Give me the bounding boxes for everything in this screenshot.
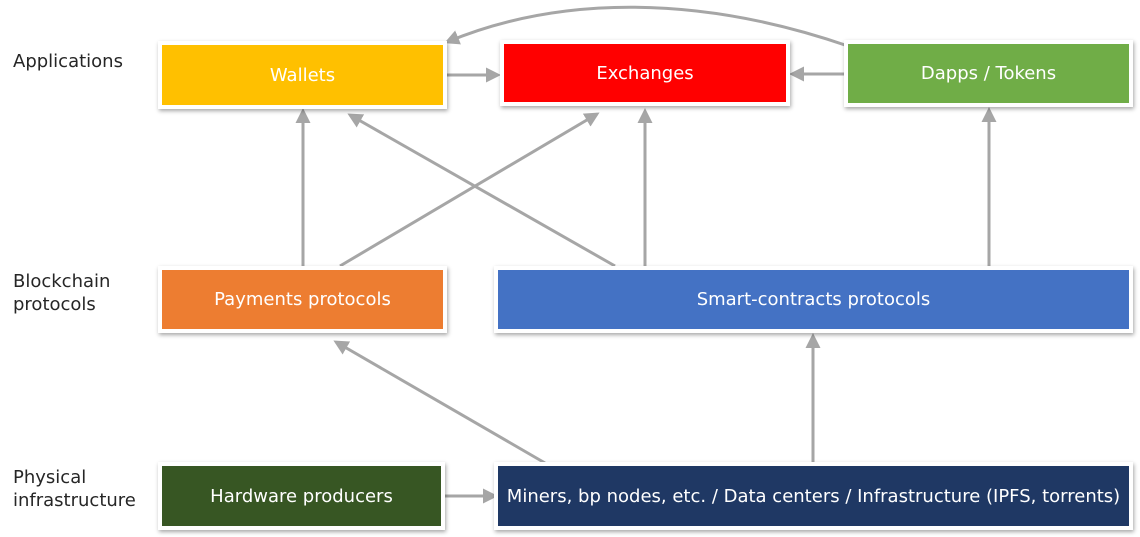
layer-label-physical-infrastructure: Physical infrastructure xyxy=(13,467,136,511)
node-exchanges: Exchanges xyxy=(500,40,790,106)
arrow-miners-to-payments xyxy=(333,340,546,465)
arrow-payments-to-exchanges xyxy=(339,112,600,268)
arrow-dapps-to-wallets xyxy=(444,5,849,48)
node-smart-contracts-protocols: Smart-contracts protocols xyxy=(494,266,1133,333)
node-payments-protocols: Payments protocols xyxy=(158,266,447,333)
layer-label-applications: Applications xyxy=(13,51,123,72)
arrow-smart-to-wallets xyxy=(347,113,616,268)
node-hardware-producers: Hardware producers xyxy=(158,462,445,530)
node-miners-infrastructure: Miners, bp nodes, etc. / Data centers / … xyxy=(494,462,1133,530)
node-wallets: Wallets xyxy=(158,41,447,109)
node-dapps-tokens: Dapps / Tokens xyxy=(844,40,1133,107)
layer-label-blockchain-protocols: Blockchain protocols xyxy=(13,271,111,315)
